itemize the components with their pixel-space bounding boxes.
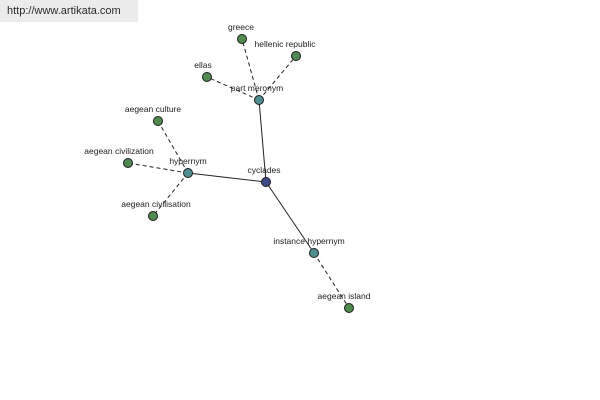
term-ellas-label[interactable]: ellas: [194, 60, 211, 70]
relation-hypernym-node[interactable]: [183, 168, 193, 178]
edge-instance-hypernym: [265, 181, 315, 254]
term-aegean-civilization-node[interactable]: [123, 158, 133, 168]
edge-part-meronym: [258, 99, 267, 183]
term-aegean-civilisation-node[interactable]: [148, 211, 158, 221]
term-ellas-node[interactable]: [202, 72, 212, 82]
edge-aegean-civilisation: [152, 172, 189, 217]
term-aegean-civilization-label[interactable]: aegean civilization: [84, 146, 154, 156]
term-greece-node[interactable]: [237, 34, 247, 44]
edge-hypernym: [187, 172, 267, 183]
edge-ellas: [206, 76, 260, 101]
edge-greece: [241, 38, 260, 101]
relation-instance-hypernym-label[interactable]: instance hypernym: [273, 236, 344, 246]
relation-part-meronym-node[interactable]: [254, 95, 264, 105]
center-term-label[interactable]: cyclades: [247, 165, 280, 175]
source-url[interactable]: http://www.artikata.com: [0, 0, 138, 22]
term-aegean-island-node[interactable]: [344, 303, 354, 313]
term-aegean-culture-node[interactable]: [153, 116, 163, 126]
term-aegean-civilisation-label[interactable]: aegean civilisation: [121, 199, 191, 209]
edge-aegean-island: [313, 252, 350, 309]
term-greece-label[interactable]: greece: [228, 22, 254, 32]
relation-hypernym-label[interactable]: hypernym: [169, 156, 206, 166]
term-aegean-island-label[interactable]: aegean island: [318, 291, 371, 301]
edge-aegean-civilization: [127, 162, 189, 174]
term-hellenic-republic-node[interactable]: [291, 51, 301, 61]
edge-aegean-culture: [157, 120, 189, 174]
relation-part-meronym-label[interactable]: part meronym: [231, 83, 283, 93]
center-term-node[interactable]: [261, 177, 271, 187]
term-hellenic-republic-label[interactable]: hellenic republic: [255, 39, 317, 49]
term-aegean-culture-label[interactable]: aegean culture: [125, 104, 182, 114]
relation-instance-hypernym-node[interactable]: [309, 248, 319, 258]
edge-hellenic-republic: [258, 55, 297, 101]
